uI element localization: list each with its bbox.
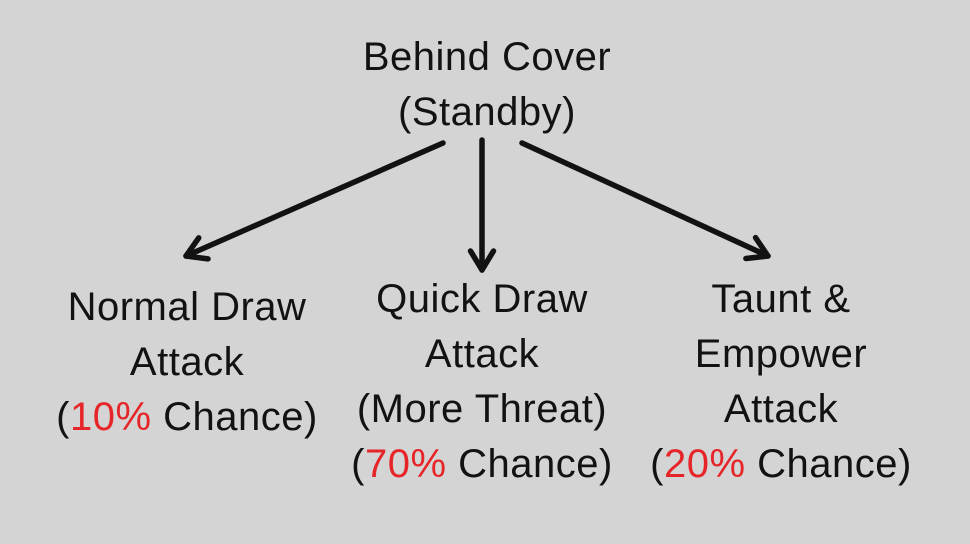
node-line: Taunt & [711,277,851,321]
node-quick-draw-attack: Quick Draw Attack (More Threat) (70% Cha… [351,272,613,492]
chance-percent: 10% [69,395,152,439]
node-line: Attack [129,340,245,384]
node-behind-cover-standby: Behind Cover (Standby) [363,30,611,140]
chance-rest: Chance) [745,442,912,486]
chance-rest: Chance) [151,395,318,439]
node-chance-line: (10% Chance) [56,390,318,445]
chance-open-paren: ( [650,442,664,486]
node-line: Normal Draw [67,285,307,329]
node-line: Empower [694,332,868,376]
chance-percent: 20% [663,442,746,486]
node-line: (Standby) [398,90,576,134]
arrow-to-taunt-empower-attack [519,140,771,262]
chance-percent: 70% [364,442,447,486]
node-line: Behind Cover [362,35,612,79]
arrow-to-normal-draw-attack [183,140,446,262]
chance-rest: Chance) [446,442,613,486]
node-line: Attack [424,332,540,376]
node-taunt-empower-attack: Taunt & Empower Attack (20% Chance) [650,272,912,492]
node-line: Quick Draw [376,277,588,321]
node-line: Attack [723,387,839,431]
node-line: (More Threat) [356,387,608,431]
node-normal-draw-attack: Normal Draw Attack (10% Chance) [56,280,318,445]
chance-open-paren: ( [56,395,70,439]
node-chance-line: (70% Chance) [351,437,613,492]
chance-open-paren: ( [351,442,365,486]
node-chance-line: (20% Chance) [650,437,912,492]
